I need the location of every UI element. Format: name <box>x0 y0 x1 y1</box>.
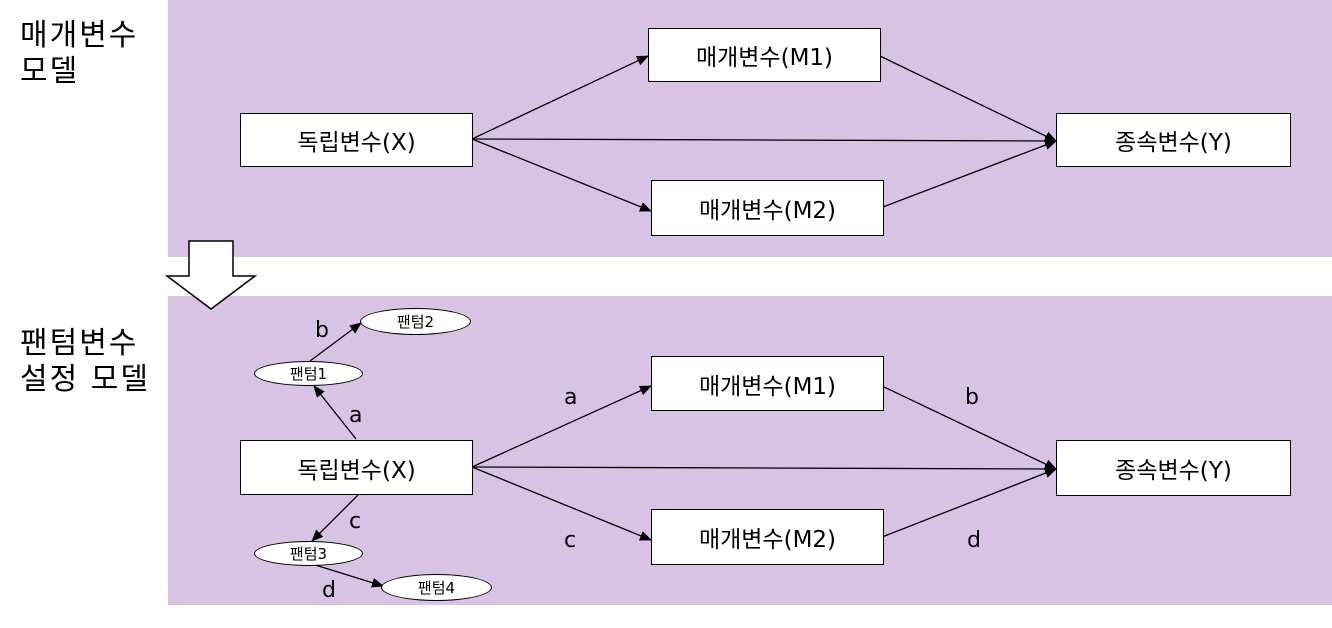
arrow-m2-to-y-bottom <box>881 468 1057 538</box>
path-label-p3-p4: d <box>322 578 336 603</box>
path-label-x-p1: a <box>349 403 363 428</box>
arrow-x-to-m2 <box>471 138 652 212</box>
arrow-x-to-m1 <box>471 55 649 140</box>
arrow-m2-to-y <box>882 140 1057 208</box>
dependent-variable-box: 종속변수(Y) <box>1056 113 1291 167</box>
path-label-x-m1: a <box>564 385 578 410</box>
mediator-m2-box-bottom: 매개변수(M2) <box>651 509 884 565</box>
arrow-m1-to-y <box>879 55 1057 142</box>
path-label-x-p3: c <box>349 509 362 534</box>
mediator-m2-box: 매개변수(M2) <box>651 180 884 236</box>
arrow-m1-to-y-bottom <box>881 385 1057 470</box>
phantom3-ellipse: 팬텀3 <box>254 541 363 566</box>
phantom1-ellipse: 팬텀1 <box>254 361 363 386</box>
arrow-x-to-y <box>471 135 1057 146</box>
independent-variable-box-bottom: 독립변수(X) <box>240 440 473 495</box>
path-label-m2-y: d <box>967 528 981 553</box>
arrow-phantom3-to-phantom4 <box>311 563 384 588</box>
phantom2-ellipse: 팬텀2 <box>360 308 471 335</box>
arrow-x-to-phantom1 <box>313 385 357 440</box>
independent-variable-box: 독립변수(X) <box>240 113 473 167</box>
arrow-x-to-phantom3 <box>311 494 359 542</box>
dependent-variable-box-bottom: 종속변수(Y) <box>1056 440 1291 496</box>
mediator-m1-box: 매개변수(M1) <box>648 28 881 82</box>
path-label-x-m2: c <box>564 528 577 553</box>
phantom-model-title: 팬텀변수 설정 모델 <box>20 326 150 397</box>
arrow-x-to-m1-bottom <box>471 385 652 468</box>
arrow-x-to-m2-bottom <box>471 466 652 541</box>
mediation-model-title: 매개변수 모델 <box>20 18 139 89</box>
down-arrow-icon <box>164 240 258 310</box>
arrow-phantom1-to-phantom2 <box>309 322 362 362</box>
path-label-m1-y: b <box>965 385 979 410</box>
phantom4-ellipse: 팬텀4 <box>381 574 492 601</box>
mediator-m1-box-bottom: 매개변수(M1) <box>651 356 884 411</box>
path-label-p1-p2: b <box>315 318 329 343</box>
arrow-x-to-y-bottom <box>471 463 1057 474</box>
